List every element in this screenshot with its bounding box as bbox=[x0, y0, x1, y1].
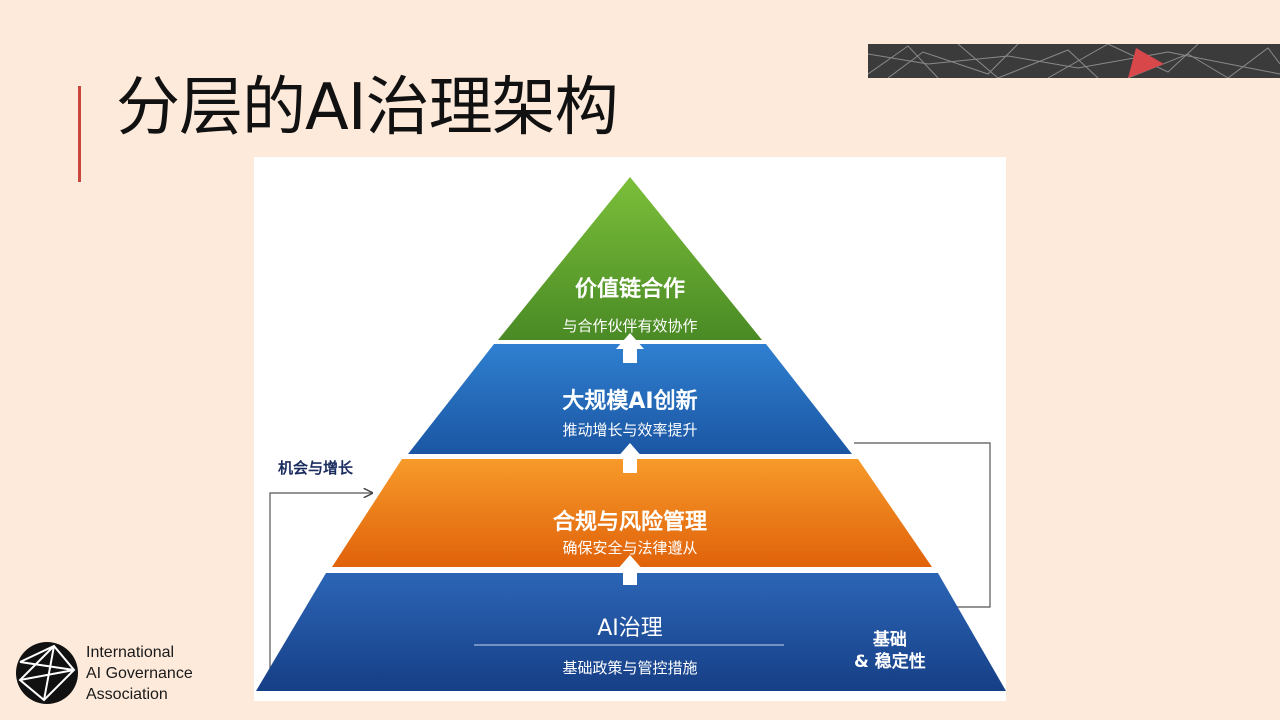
layer-subtitle: 基础政策与管控措施 bbox=[562, 659, 698, 677]
decorative-banner bbox=[868, 44, 1280, 78]
layer-subtitle: 推动增长与效率提升 bbox=[562, 421, 698, 439]
opportunity-growth-label: 机会与增长 bbox=[278, 459, 354, 477]
foundation-label: 基础 & 稳定性 bbox=[854, 629, 926, 673]
up-arrow-icon bbox=[616, 443, 644, 473]
pyramid-diagram: 价值链合作 与合作伙伴有效协作 大规模AI创新 推动增长与效率提升 合规与风险管… bbox=[254, 157, 1006, 701]
layer-title: 合规与风险管理 bbox=[552, 510, 707, 535]
logo-line-3: Association bbox=[86, 686, 168, 703]
up-arrow-icon bbox=[616, 555, 644, 585]
foundation-label-line1: 基础 bbox=[872, 630, 907, 650]
layer-shape-2 bbox=[408, 344, 852, 454]
foundation-label-line2: & 稳定性 bbox=[854, 652, 926, 672]
slide-title: 分层的AI治理架构 bbox=[116, 71, 619, 145]
logo-line-2: AI Governance bbox=[86, 665, 193, 682]
layer-shape-1 bbox=[498, 177, 762, 340]
globe-mesh-icon bbox=[16, 642, 78, 704]
layer-subtitle: 与合作伙伴有效协作 bbox=[562, 317, 698, 335]
layer-shape-4 bbox=[256, 573, 1006, 691]
iaga-logo: International AI Governance Association bbox=[14, 640, 214, 710]
layer-shape-3 bbox=[332, 459, 932, 567]
up-arrow-icon bbox=[616, 333, 644, 363]
logo-text: International AI Governance Association bbox=[86, 642, 193, 705]
left-connector-arrow bbox=[269, 493, 372, 689]
title-accent-bar bbox=[78, 86, 81, 182]
layer-subtitle: 确保安全与法律遵从 bbox=[562, 539, 698, 557]
layer-title: 大规模AI创新 bbox=[562, 389, 698, 414]
layer-title: AI治理 bbox=[597, 616, 663, 641]
layer-title: 价值链合作 bbox=[574, 277, 685, 302]
logo-line-1: International bbox=[86, 644, 175, 661]
pyramid-graphic bbox=[256, 177, 1006, 691]
